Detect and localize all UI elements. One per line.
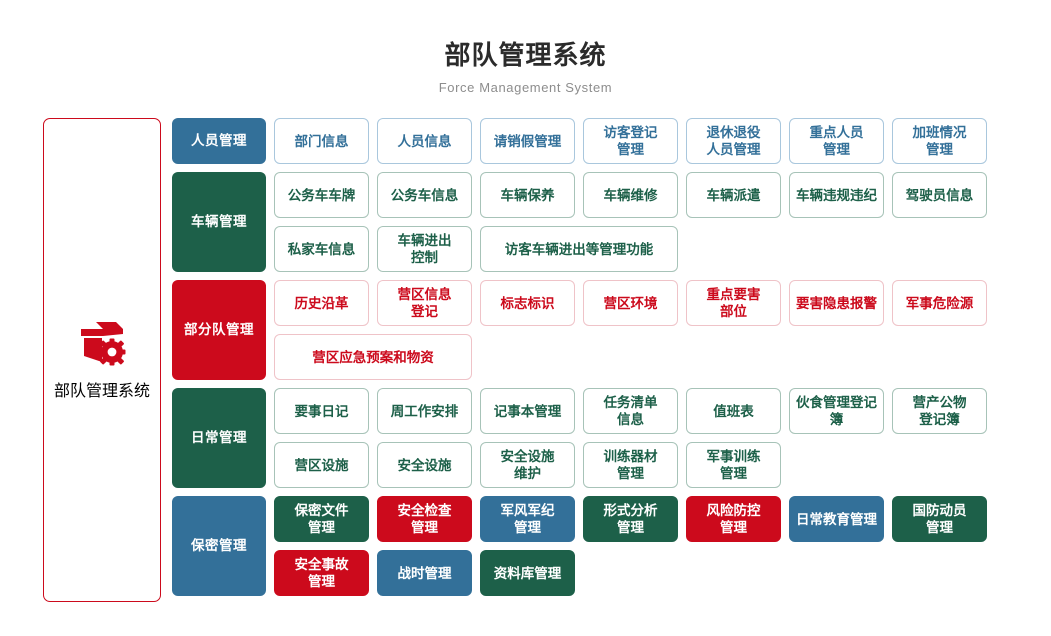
section-rows: 部门信息人员信息请销假管理访客登记 管理退休退役 人员管理重点人员 管理加班情况… — [274, 118, 1050, 164]
module-card[interactable]: 标志标识 — [480, 280, 575, 326]
module-card[interactable]: 安全事故 管理 — [274, 550, 369, 596]
module-card[interactable]: 安全检查 管理 — [377, 496, 472, 542]
module-card[interactable]: 车辆进出 控制 — [377, 226, 472, 272]
page-header: 部队管理系统 Force Management System — [0, 0, 1051, 97]
module-card[interactable]: 值班表 — [686, 388, 781, 434]
section-header-button[interactable]: 保密管理 — [172, 496, 266, 596]
module-card[interactable]: 访客登记 管理 — [583, 118, 678, 164]
module-card[interactable]: 要事日记 — [274, 388, 369, 434]
section-2: 车辆管理公务车车牌公务车信息车辆保养车辆维修车辆派遣车辆违规违纪驾驶员信息私家车… — [172, 172, 1050, 272]
section-1: 人员管理部门信息人员信息请销假管理访客登记 管理退休退役 人员管理重点人员 管理… — [172, 118, 1050, 164]
module-row: 营区应急预案和物资 — [274, 334, 1050, 380]
section-rows: 公务车车牌公务车信息车辆保养车辆维修车辆派遣车辆违规违纪驾驶员信息私家车信息车辆… — [274, 172, 1050, 272]
module-card[interactable]: 保密文件 管理 — [274, 496, 369, 542]
section-4: 日常管理要事日记周工作安排记事本管理任务清单 信息值班表伙食管理登记簿营产公物 … — [172, 388, 1050, 488]
section-rows: 保密文件 管理安全检查 管理军风军纪 管理形式分析 管理风险防控 管理日常教育管… — [274, 496, 1050, 596]
module-card[interactable]: 部门信息 — [274, 118, 369, 164]
cube-gear-icon — [81, 321, 126, 365]
module-card[interactable]: 周工作安排 — [377, 388, 472, 434]
section-header-button[interactable]: 人员管理 — [172, 118, 266, 164]
sidebar-label: 部队管理系统 — [53, 382, 150, 400]
module-card[interactable]: 日常教育管理 — [789, 496, 884, 542]
section-header-button[interactable]: 部分队管理 — [172, 280, 266, 380]
section-rows: 历史沿革营区信息 登记标志标识营区环境重点要害 部位要害隐患报警军事危险源营区应… — [274, 280, 1050, 380]
module-card[interactable]: 车辆保养 — [480, 172, 575, 218]
module-card[interactable]: 安全设施 维护 — [480, 442, 575, 488]
section-header-button[interactable]: 日常管理 — [172, 388, 266, 488]
module-row: 历史沿革营区信息 登记标志标识营区环境重点要害 部位要害隐患报警军事危险源 — [274, 280, 1050, 326]
module-card[interactable]: 军事危险源 — [892, 280, 987, 326]
module-card[interactable]: 重点要害 部位 — [686, 280, 781, 326]
module-card[interactable]: 驾驶员信息 — [892, 172, 987, 218]
module-row: 安全事故 管理战时管理资料库管理 — [274, 550, 1050, 596]
module-card[interactable]: 加班情况 管理 — [892, 118, 987, 164]
module-card[interactable]: 营产公物 登记簿 — [892, 388, 987, 434]
module-card[interactable]: 伙食管理登记簿 — [789, 388, 884, 434]
module-card[interactable]: 安全设施 — [377, 442, 472, 488]
module-card[interactable]: 任务清单 信息 — [583, 388, 678, 434]
module-card[interactable]: 营区环境 — [583, 280, 678, 326]
module-card[interactable]: 营区设施 — [274, 442, 369, 488]
module-card[interactable]: 重点人员 管理 — [789, 118, 884, 164]
module-card[interactable]: 国防动员 管理 — [892, 496, 987, 542]
module-card[interactable]: 营区信息 登记 — [377, 280, 472, 326]
section-5: 保密管理保密文件 管理安全检查 管理军风军纪 管理形式分析 管理风险防控 管理日… — [172, 496, 1050, 596]
module-card[interactable]: 要害隐患报警 — [789, 280, 884, 326]
module-grid: 人员管理部门信息人员信息请销假管理访客登记 管理退休退役 人员管理重点人员 管理… — [172, 118, 1050, 596]
module-card[interactable]: 营区应急预案和物资 — [274, 334, 472, 380]
section-rows: 要事日记周工作安排记事本管理任务清单 信息值班表伙食管理登记簿营产公物 登记簿营… — [274, 388, 1050, 488]
module-card[interactable]: 车辆维修 — [583, 172, 678, 218]
module-card[interactable]: 公务车车牌 — [274, 172, 369, 218]
module-card[interactable]: 退休退役 人员管理 — [686, 118, 781, 164]
module-card[interactable]: 战时管理 — [377, 550, 472, 596]
module-card[interactable]: 车辆派遣 — [686, 172, 781, 218]
body-area: 部队管理系统 人员管理部门信息人员信息请销假管理访客登记 管理退休退役 人员管理… — [0, 97, 1051, 602]
module-card[interactable]: 请销假管理 — [480, 118, 575, 164]
module-card[interactable]: 训练器材 管理 — [583, 442, 678, 488]
module-card[interactable]: 记事本管理 — [480, 388, 575, 434]
module-card[interactable]: 军事训练 管理 — [686, 442, 781, 488]
module-row: 公务车车牌公务车信息车辆保养车辆维修车辆派遣车辆违规违纪驾驶员信息 — [274, 172, 1050, 218]
module-card[interactable]: 人员信息 — [377, 118, 472, 164]
module-card[interactable]: 军风军纪 管理 — [480, 496, 575, 542]
module-card[interactable]: 访客车辆进出等管理功能 — [480, 226, 678, 272]
module-row: 私家车信息车辆进出 控制访客车辆进出等管理功能 — [274, 226, 1050, 272]
module-card[interactable]: 车辆违规违纪 — [789, 172, 884, 218]
module-card[interactable]: 历史沿革 — [274, 280, 369, 326]
sidebar-system-card[interactable]: 部队管理系统 — [43, 118, 161, 602]
module-row: 部门信息人员信息请销假管理访客登记 管理退休退役 人员管理重点人员 管理加班情况… — [274, 118, 1050, 164]
module-row: 营区设施安全设施安全设施 维护训练器材 管理军事训练 管理 — [274, 442, 1050, 488]
module-card[interactable]: 形式分析 管理 — [583, 496, 678, 542]
module-card[interactable]: 私家车信息 — [274, 226, 369, 272]
section-3: 部分队管理历史沿革营区信息 登记标志标识营区环境重点要害 部位要害隐患报警军事危… — [172, 280, 1050, 380]
module-card[interactable]: 公务车信息 — [377, 172, 472, 218]
page-subtitle: Force Management System — [438, 80, 613, 95]
module-card[interactable]: 风险防控 管理 — [686, 496, 781, 542]
module-row: 要事日记周工作安排记事本管理任务清单 信息值班表伙食管理登记簿营产公物 登记簿 — [274, 388, 1050, 434]
module-row: 保密文件 管理安全检查 管理军风军纪 管理形式分析 管理风险防控 管理日常教育管… — [274, 496, 1050, 542]
page-title: 部队管理系统 — [444, 40, 607, 70]
module-card[interactable]: 资料库管理 — [480, 550, 575, 596]
section-header-button[interactable]: 车辆管理 — [172, 172, 266, 272]
